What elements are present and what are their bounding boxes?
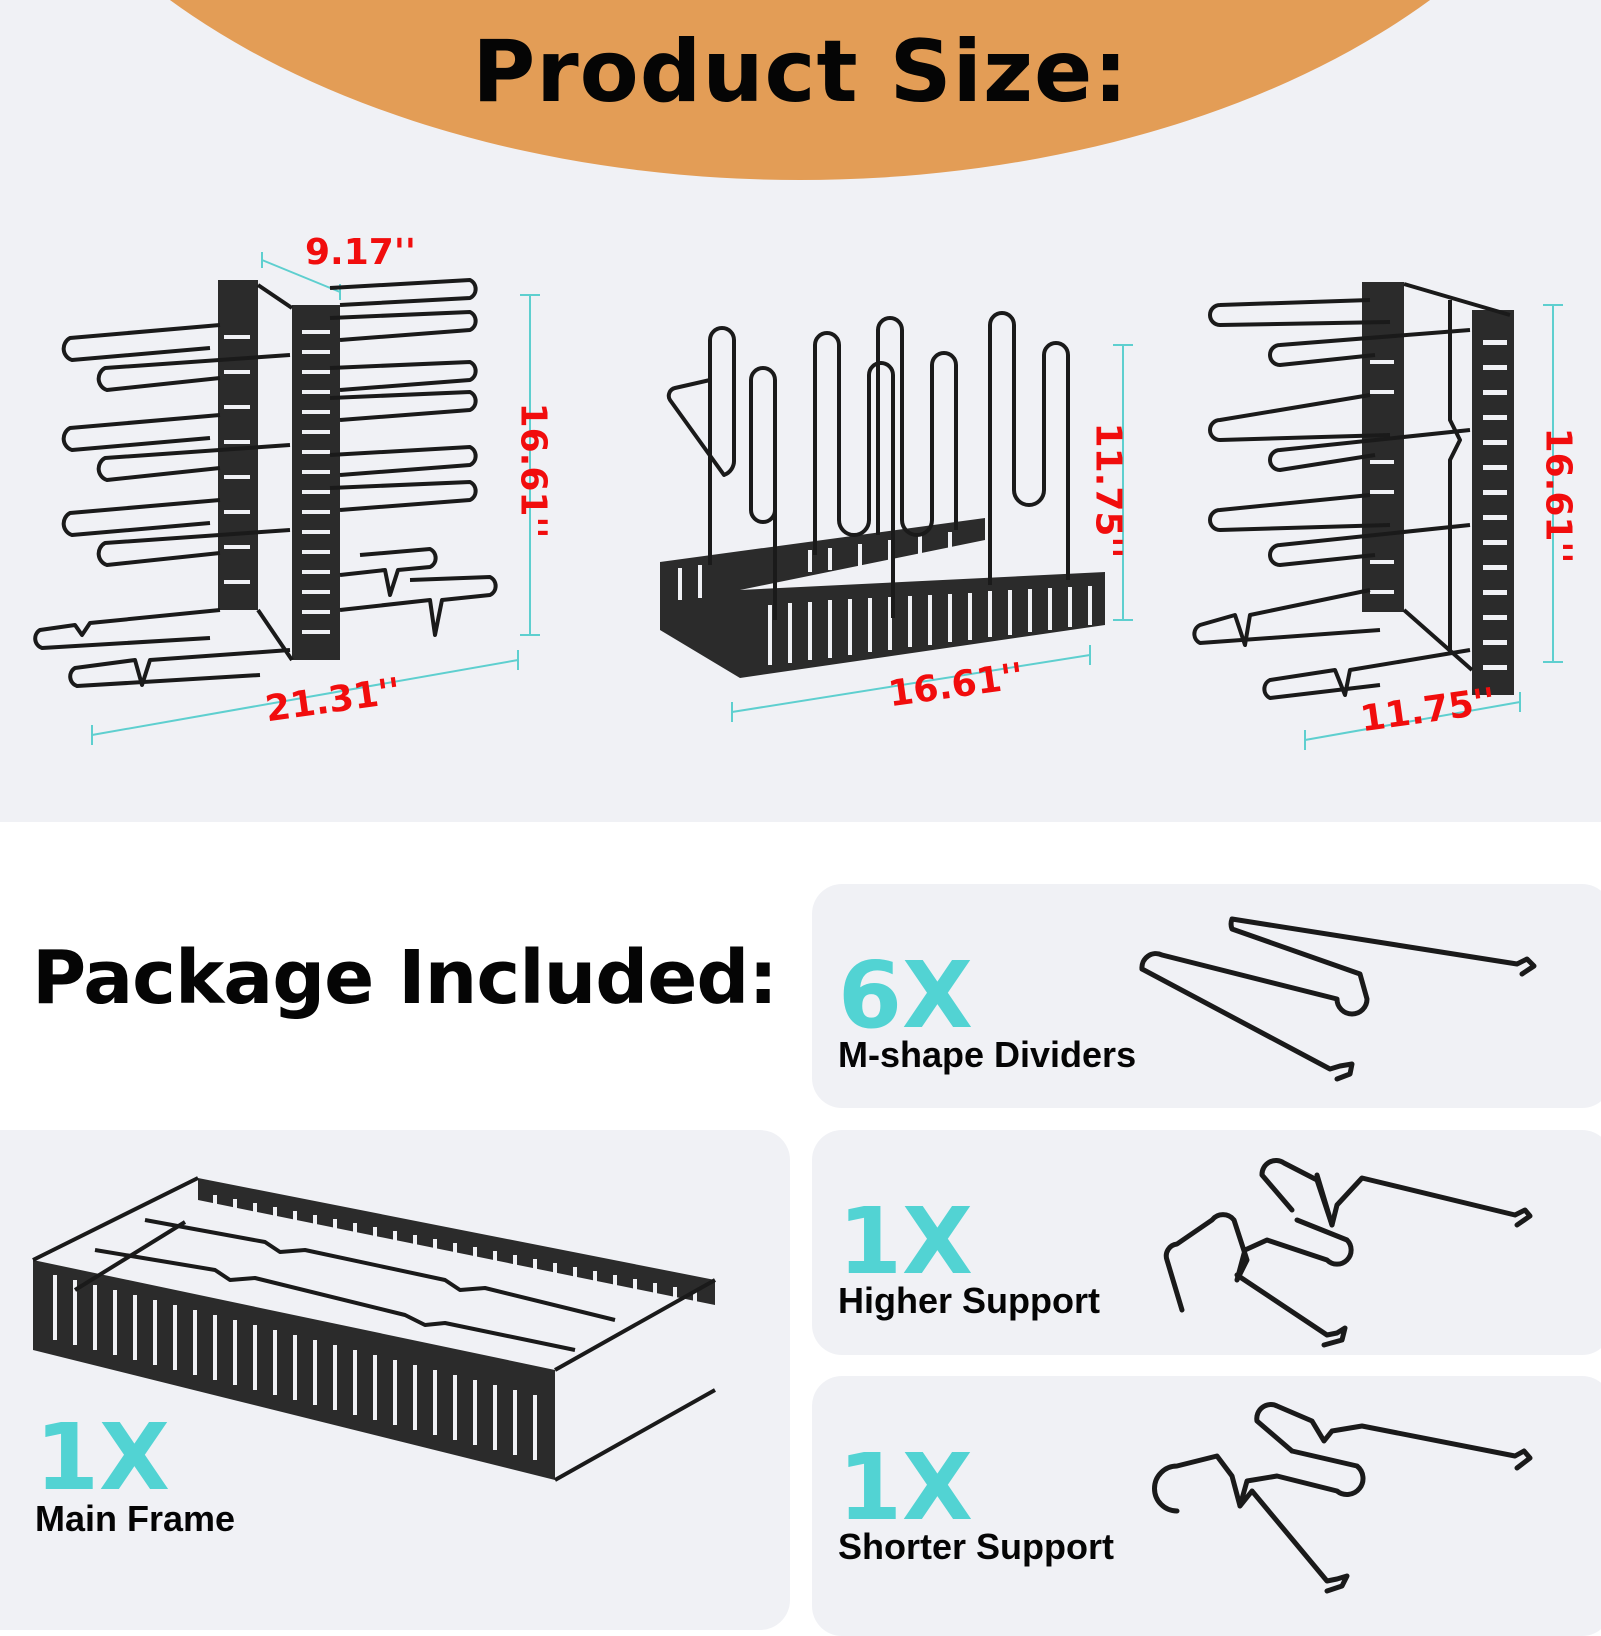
quantity-label: 1X — [838, 1188, 973, 1295]
main-frame-image — [32, 1176, 716, 1482]
side-view-rack-image — [33, 252, 540, 745]
quantity-label: 6X — [838, 942, 973, 1049]
package-item-card-main-frame: 1X Main Frame — [0, 1130, 790, 1630]
quantity-label: 1X — [838, 1434, 973, 1541]
dimension-depth-label: 9.17'' — [305, 232, 416, 273]
product-size-section: Product Size: — [0, 0, 1601, 822]
higher-support-image — [1163, 1158, 1533, 1348]
package-item-card-shorter-support: 1X Shorter Support — [812, 1376, 1601, 1636]
dimension-height-label: 16.61'' — [1537, 427, 1579, 564]
dimension-height-label: 11.75'' — [1087, 422, 1129, 559]
m-shape-divider-image — [1139, 916, 1537, 1082]
quantity-label: 1X — [35, 1404, 170, 1511]
package-item-card-dividers: 6X M-shape Dividers — [812, 884, 1601, 1108]
item-name: Higher Support — [838, 1280, 1100, 1321]
item-name: Main Frame — [35, 1498, 236, 1539]
item-name: Shorter Support — [838, 1526, 1114, 1567]
page-title: Product Size: — [472, 22, 1129, 122]
front-view-rack-image — [660, 311, 1133, 722]
item-name: M-shape Dividers — [838, 1034, 1137, 1075]
shorter-support-image — [1152, 1402, 1533, 1594]
upright-view-rack-image — [1192, 282, 1563, 750]
dimension-height-label: 16.61'' — [512, 402, 554, 539]
package-included-title: Package Included: — [32, 935, 778, 1021]
package-item-card-higher-support: 1X Higher Support — [812, 1130, 1601, 1355]
